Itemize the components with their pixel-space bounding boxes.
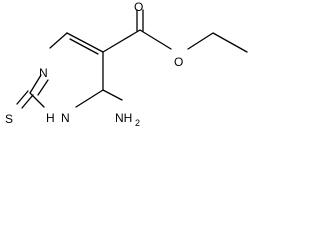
bond-ch2-ch3 <box>212 32 248 53</box>
bond-c6-n1 <box>49 32 68 49</box>
bond-c6-c5-inner <box>69 38 99 55</box>
atom-nh-n: N <box>61 111 70 125</box>
atom-n-top: N <box>39 66 48 80</box>
atom-carbonyl-o: O <box>134 0 143 14</box>
structure-diagram: N H N S NH 2 O O <box>5 0 248 128</box>
bond-ether-o-ch2 <box>187 32 214 50</box>
atom-amino-nh: NH <box>115 111 132 125</box>
bond-c4-amino <box>102 89 123 101</box>
bond-n1-c2-inner <box>37 79 49 96</box>
bond-c2-s-b <box>21 94 34 109</box>
atom-thione-s: S <box>5 112 13 126</box>
bond-c5-carbonyl-c <box>102 29 141 53</box>
bond-c2-s-a <box>16 90 29 105</box>
bond-n1-c2 <box>29 74 42 94</box>
atom-amino-subscript: 2 <box>135 118 140 128</box>
bond-c6-c5 <box>66 32 104 53</box>
bond-n3-c4 <box>75 89 104 108</box>
atom-ether-o: O <box>174 55 183 69</box>
atom-nh-h: H <box>46 111 55 125</box>
ester-bonds <box>102 9 248 53</box>
thione-bonds <box>16 90 34 109</box>
bond-carbonyl-c-ether-o <box>139 29 172 50</box>
